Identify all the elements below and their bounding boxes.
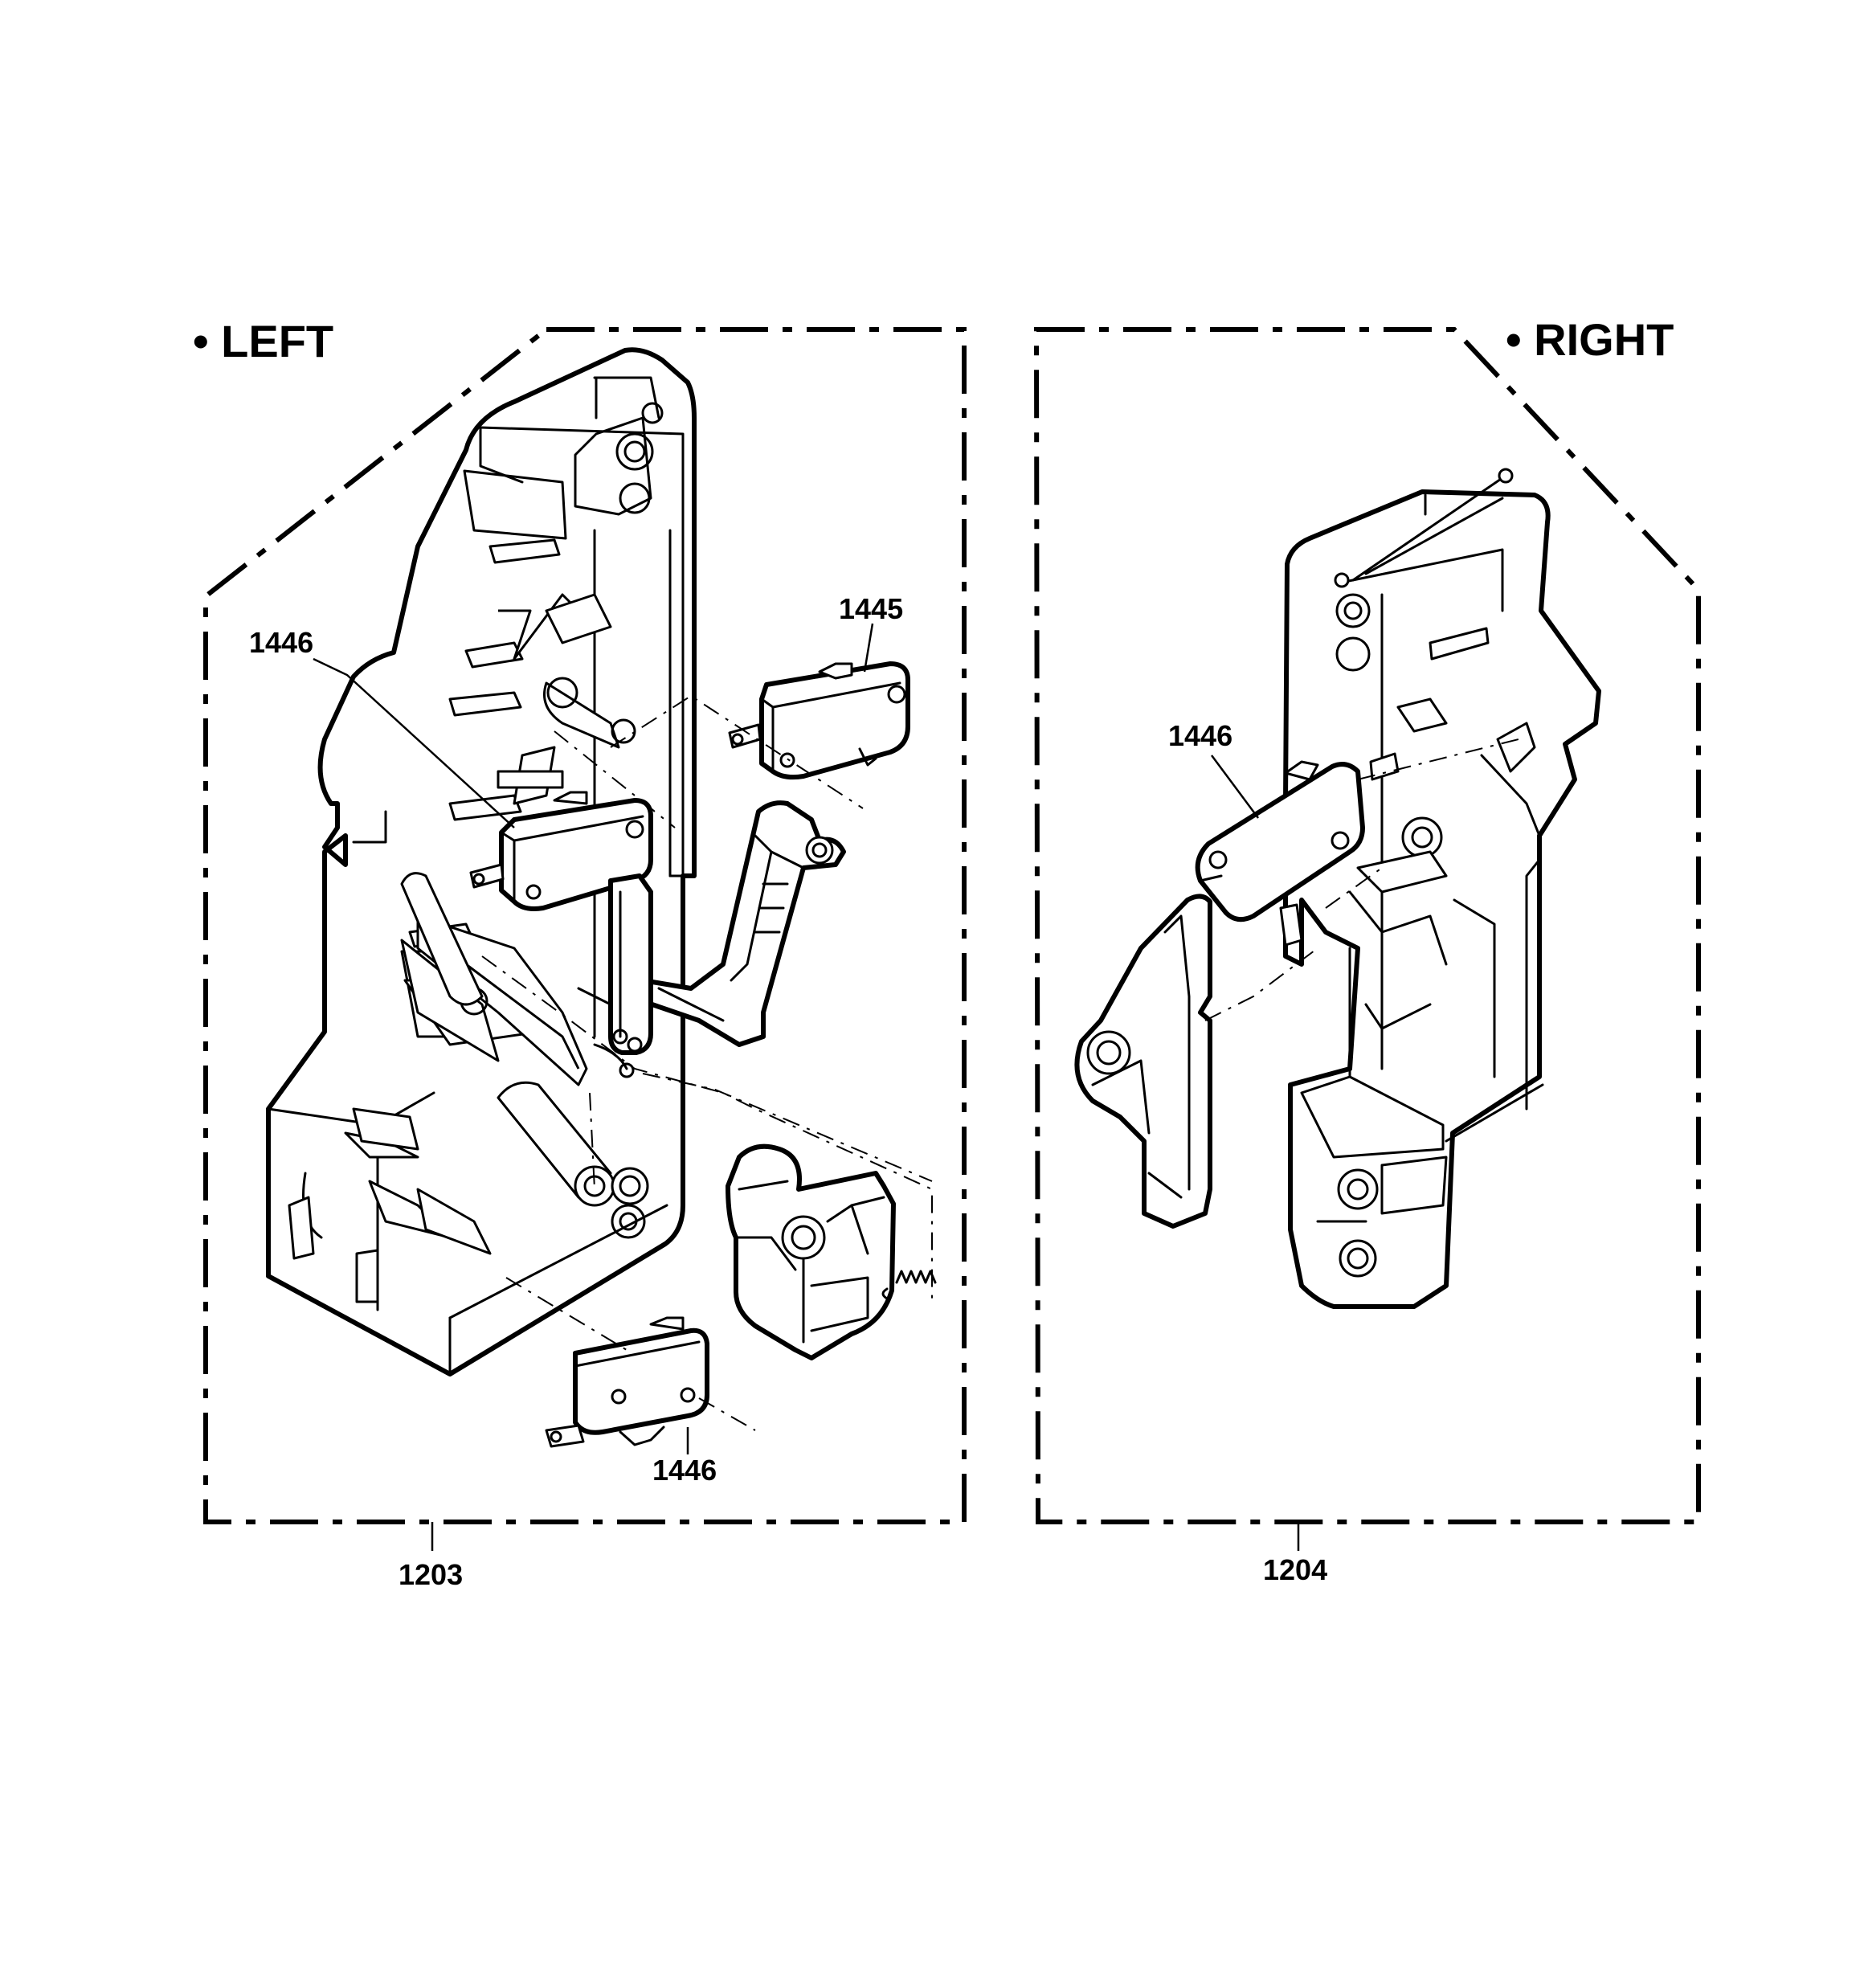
left-microswitch-1445 <box>728 661 910 780</box>
callout-1446-right: 1446 <box>1168 719 1232 752</box>
left-explode-lines <box>481 694 933 1431</box>
left-door-lever <box>640 800 846 1047</box>
callout-1446-upper-left: 1446 <box>249 626 313 659</box>
right-assembly-frame <box>1033 327 1701 1524</box>
left-panel-title: • LEFT <box>193 316 333 366</box>
leader-1445 <box>863 623 874 673</box>
leader-1446-right <box>1210 755 1260 819</box>
callout-1446-bottom: 1446 <box>652 1454 717 1487</box>
right-explode-lines <box>1204 738 1519 1021</box>
callout-1445: 1445 <box>839 592 903 625</box>
right-latch-body <box>1283 468 1601 1309</box>
left-latch-body <box>266 347 697 1376</box>
left-latch-hook <box>726 1143 937 1360</box>
right-microswitch-1446 <box>1195 752 1400 947</box>
left-slider <box>577 873 653 1078</box>
right-door-lever <box>1074 894 1212 1229</box>
left-panel: • LEFT <box>193 316 967 1591</box>
leader-1446-upper-left <box>313 657 515 828</box>
left-microswitch-1446-bottom <box>545 1316 709 1448</box>
left-assembly-frame <box>203 327 967 1524</box>
left-assembly-number: 1203 <box>399 1558 463 1591</box>
right-panel: • RIGHT <box>1033 314 1701 1586</box>
right-panel-title: • RIGHT <box>1506 314 1674 365</box>
right-assembly-number: 1204 <box>1263 1553 1327 1586</box>
